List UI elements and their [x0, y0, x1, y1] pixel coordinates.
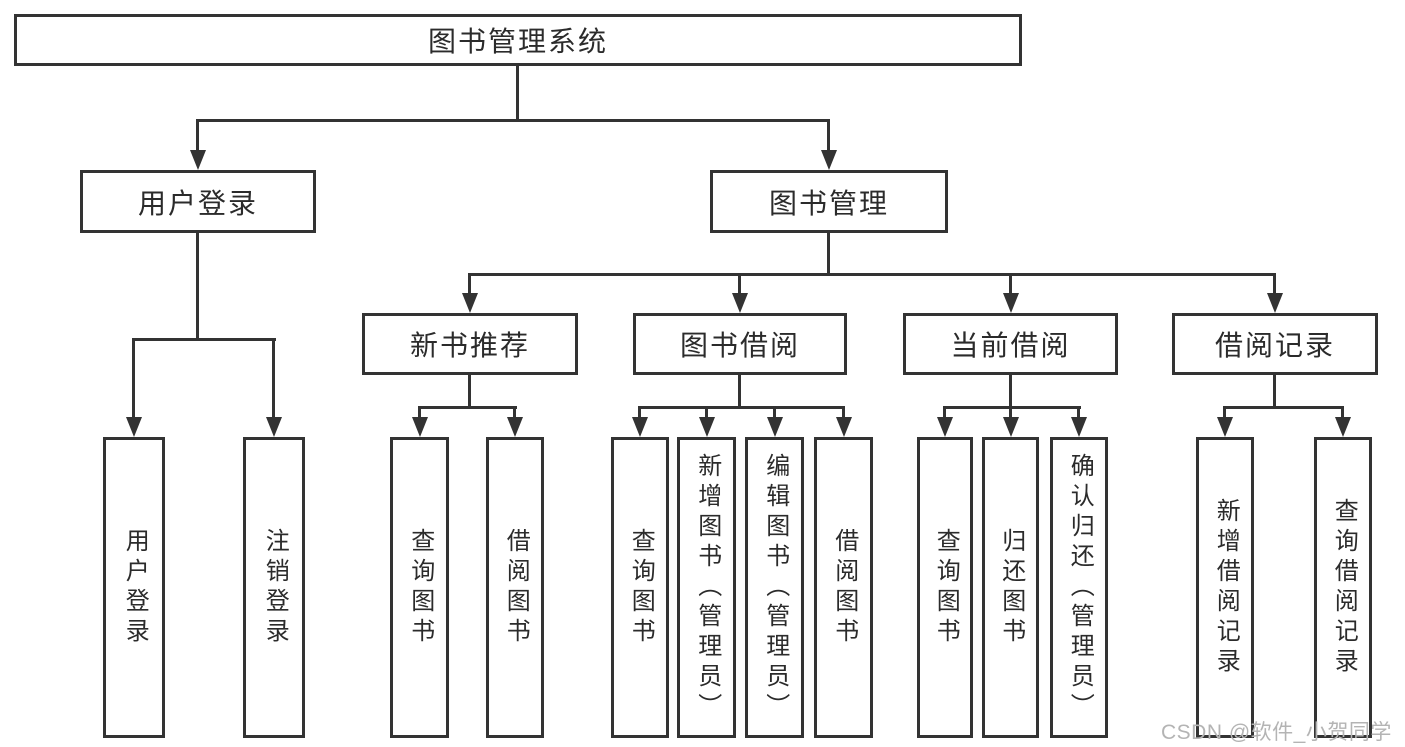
- leaf-return-book: 归还图书: [982, 437, 1039, 738]
- arrow-down-icon: [1223, 406, 1226, 417]
- node-root: 图书管理系统: [14, 14, 1022, 66]
- arrow-down-icon: [842, 406, 845, 417]
- connector-current-borrow-rail: [943, 406, 1081, 409]
- leaf-query-borrow-record: 查询借阅记录: [1314, 437, 1372, 738]
- arrow-down-icon: [773, 406, 776, 417]
- leaf-borrow-books-recommend: 借阅图书: [486, 437, 544, 738]
- arrow-down-icon: [1341, 406, 1344, 417]
- leaf-user-login: 用户登录: [103, 437, 165, 738]
- arrow-down-icon: [272, 338, 275, 417]
- leaf-return-book-label: 归还图书: [997, 527, 1025, 648]
- leaf-add-book-admin-label: 新增图书（管理员）: [693, 452, 721, 723]
- leaf-logout: 注销登录: [243, 437, 305, 738]
- node-root-label: 图书管理系统: [427, 26, 608, 57]
- leaf-query-books-label: 查询图书: [932, 527, 960, 648]
- connector-user-login-rail: [132, 338, 276, 341]
- leaf-add-borrow-record: 新增借阅记录: [1196, 437, 1254, 738]
- arrow-down-icon: [1273, 273, 1276, 293]
- arrow-down-icon: [943, 406, 946, 417]
- leaf-logout-label: 注销登录: [261, 527, 289, 648]
- node-current-borrow: 当前借阅: [903, 313, 1118, 375]
- connector-new-book-rail: [418, 406, 517, 409]
- connector-level3-rail: [468, 273, 1276, 276]
- arrow-down-icon: [827, 119, 830, 150]
- node-book-management: 图书管理: [710, 170, 948, 233]
- leaf-query-borrow-record-label: 查询借阅记录: [1330, 497, 1358, 678]
- connector-user-login-stem: [196, 233, 199, 341]
- node-new-book-recommend-label: 新书推荐: [409, 330, 530, 361]
- connector-level2-rail: [196, 119, 830, 122]
- leaf-confirm-return-admin-label: 确认归还（管理员）: [1066, 452, 1094, 723]
- node-book-borrow-label: 图书借阅: [679, 330, 800, 361]
- leaf-add-borrow-record-label: 新增借阅记录: [1212, 497, 1240, 678]
- connector-book-borrow-rail: [638, 406, 845, 409]
- leaf-edit-book-admin: 编辑图书（管理员）: [745, 437, 804, 738]
- watermark: CSDN @软件_小贺同学: [1161, 721, 1392, 744]
- node-borrow-records-label: 借阅记录: [1214, 330, 1335, 361]
- node-borrow-records: 借阅记录: [1172, 313, 1378, 375]
- arrow-down-icon: [468, 273, 471, 293]
- arrow-down-icon: [638, 406, 641, 417]
- leaf-query-books-current: 查询图书: [917, 437, 973, 738]
- node-book-borrow: 图书借阅: [633, 313, 847, 375]
- arrow-down-icon: [196, 119, 199, 150]
- arrow-down-icon: [1009, 406, 1012, 417]
- leaf-add-book-admin: 新增图书（管理员）: [677, 437, 736, 738]
- leaf-query-books-label: 查询图书: [627, 527, 655, 648]
- arrow-down-icon: [1077, 406, 1080, 417]
- leaf-confirm-return-admin: 确认归还（管理员）: [1050, 437, 1108, 738]
- connector-new-book-stem: [468, 374, 471, 409]
- node-current-borrow-label: 当前借阅: [950, 330, 1071, 361]
- connector-book-borrow-stem: [738, 374, 741, 409]
- leaf-query-books-borrow: 查询图书: [611, 437, 669, 738]
- connector-current-borrow-stem: [1009, 374, 1012, 409]
- node-user-login: 用户登录: [80, 170, 316, 233]
- node-user-login-label: 用户登录: [137, 187, 258, 219]
- leaf-user-login-label: 用户登录: [121, 527, 149, 648]
- leaf-query-books-recommend: 查询图书: [390, 437, 449, 738]
- connector-book-management-stem: [827, 233, 830, 276]
- leaf-borrow-books: 借阅图书: [814, 437, 873, 738]
- arrow-down-icon: [132, 338, 135, 417]
- connector-root-stem: [516, 65, 519, 121]
- leaf-borrow-books-label: 借阅图书: [830, 527, 858, 648]
- connector-borrow-records-stem: [1273, 374, 1276, 409]
- leaf-edit-book-admin-label: 编辑图书（管理员）: [761, 452, 789, 723]
- node-book-management-label: 图书管理: [768, 187, 889, 219]
- arrow-down-icon: [418, 406, 421, 417]
- arrow-down-icon: [705, 406, 708, 417]
- leaf-borrow-books-label: 借阅图书: [502, 527, 530, 648]
- arrow-down-icon: [738, 273, 741, 293]
- arrow-down-icon: [1009, 273, 1012, 293]
- node-new-book-recommend: 新书推荐: [362, 313, 578, 375]
- leaf-query-books-label: 查询图书: [406, 527, 434, 648]
- arrow-down-icon: [513, 406, 516, 417]
- connector-borrow-records-rail: [1223, 406, 1344, 409]
